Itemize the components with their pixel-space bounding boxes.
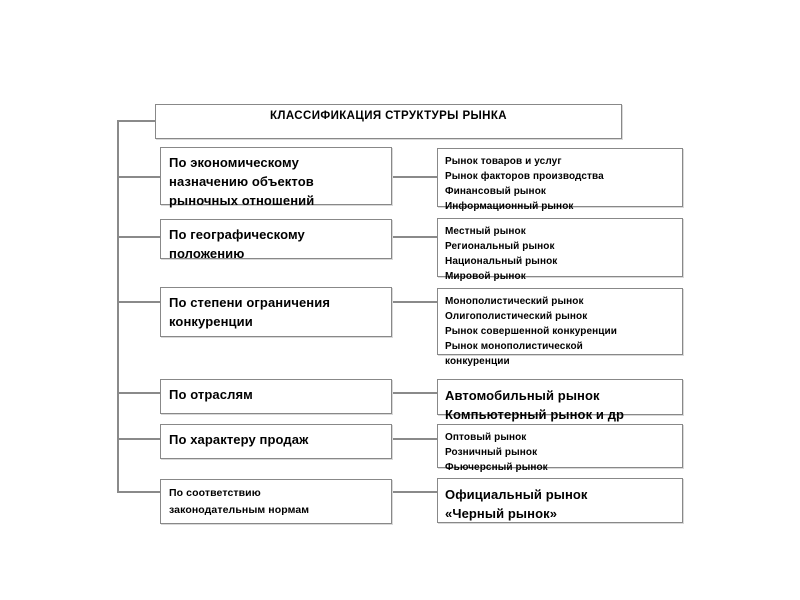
- values-list-6: Официальный рынок «Черный рынок»: [445, 487, 588, 521]
- connector-criterion-to-values-4: [391, 392, 438, 394]
- connector-trunk-to-criterion-5: [117, 438, 161, 440]
- criterion-label-5: По характеру продаж: [169, 432, 309, 447]
- criterion-box-4: По отраслям: [160, 379, 392, 414]
- connector-criterion-to-values-5: [391, 438, 438, 440]
- connector-criterion-to-values-3: [391, 301, 438, 303]
- diagram-title-box: КЛАССИФИКАЦИЯ СТРУКТУРЫ РЫНКА: [155, 104, 622, 139]
- page-title: КЛАССИФИКАЦИЯ СТРУКТУРЫ РЫНКА: [270, 110, 507, 122]
- criterion-box-2: По географическому положению: [160, 219, 392, 261]
- values-box-5: Оптовый рынок Розничный рынок Фьючерсный…: [437, 424, 683, 473]
- values-list-1: Рынок товаров и услуг Рынок факторов про…: [445, 156, 604, 212]
- criterion-label-2: По географическому положению: [169, 227, 305, 261]
- criterion-box-1: По экономическому назначению объектов ры…: [160, 147, 392, 208]
- connector-trunk-to-criterion-2: [117, 236, 161, 238]
- values-list-3: Монополистический рынок Олигополистическ…: [445, 296, 618, 367]
- values-box-6: Официальный рынок «Черный рынок»: [437, 478, 683, 523]
- connector-criterion-to-values-6: [391, 491, 438, 493]
- connector-trunk-to-criterion-3: [117, 301, 161, 303]
- connector-criterion-to-values-1: [391, 176, 438, 178]
- criterion-label-4: По отраслям: [169, 387, 253, 402]
- values-box-3: Монополистический рынок Олигополистическ…: [437, 288, 683, 367]
- values-list-2: Местный рынок Региональный рынок Национа…: [445, 226, 558, 282]
- criterion-label-3: По степени ограничения конкуренции: [169, 295, 331, 329]
- connector-trunk-to-criterion-4: [117, 392, 161, 394]
- criterion-label-6: По соответствию законодательным нормам: [169, 487, 310, 516]
- values-list-4: Автомобильный рынок Компьютерный рынок и…: [445, 388, 625, 422]
- connector-trunk-to-criterion-6: [117, 491, 161, 493]
- connector-criterion-to-values-2: [391, 236, 438, 238]
- connector-trunk: [117, 120, 119, 492]
- connector-title-stub: [117, 120, 156, 122]
- values-box-2: Местный рынок Региональный рынок Национа…: [437, 218, 683, 282]
- criterion-box-5: По характеру продаж: [160, 424, 392, 459]
- criterion-label-1: По экономическому назначению объектов ры…: [169, 155, 315, 208]
- values-box-4: Автомобильный рынок Компьютерный рынок и…: [437, 379, 683, 422]
- criterion-box-3: По степени ограничения конкуренции: [160, 287, 392, 337]
- values-list-5: Оптовый рынок Розничный рынок Фьючерсный…: [445, 432, 548, 473]
- values-box-1: Рынок товаров и услуг Рынок факторов про…: [437, 148, 683, 212]
- criterion-box-6: По соответствию законодательным нормам: [160, 479, 392, 524]
- connector-trunk-to-criterion-1: [117, 176, 161, 178]
